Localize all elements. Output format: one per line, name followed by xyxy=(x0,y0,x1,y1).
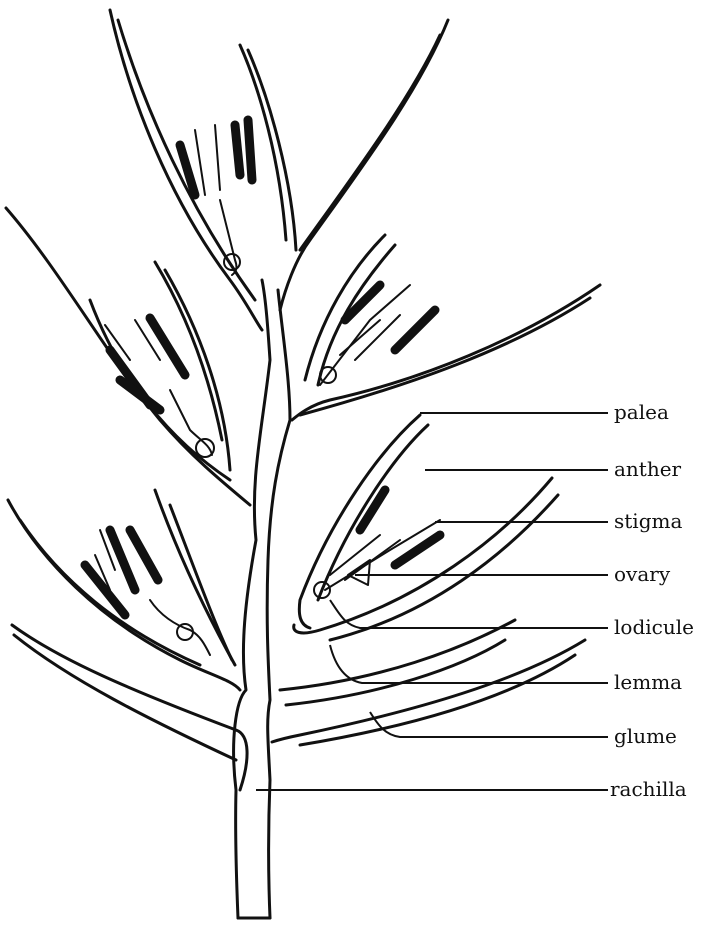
label-lodicule: lodicule xyxy=(614,615,694,639)
lower-right-floret xyxy=(272,415,585,745)
rachilla-stem xyxy=(234,280,290,918)
label-ovary: ovary xyxy=(614,562,671,586)
label-palea: palea xyxy=(614,400,669,424)
label-glume: glume xyxy=(614,724,677,748)
label-stigma: stigma xyxy=(614,509,682,533)
middle-left-floret xyxy=(6,208,250,505)
lodicule-leader xyxy=(330,600,608,628)
lower-left-floret xyxy=(8,490,247,790)
labels: palea anther stigma ovary lodicule lemma… xyxy=(610,400,694,801)
label-lemma: lemma xyxy=(614,670,682,694)
upper-right-floret xyxy=(292,235,600,420)
top-floret xyxy=(110,10,448,330)
label-anther: anther xyxy=(614,457,682,481)
label-rachilla: rachilla xyxy=(610,777,687,801)
